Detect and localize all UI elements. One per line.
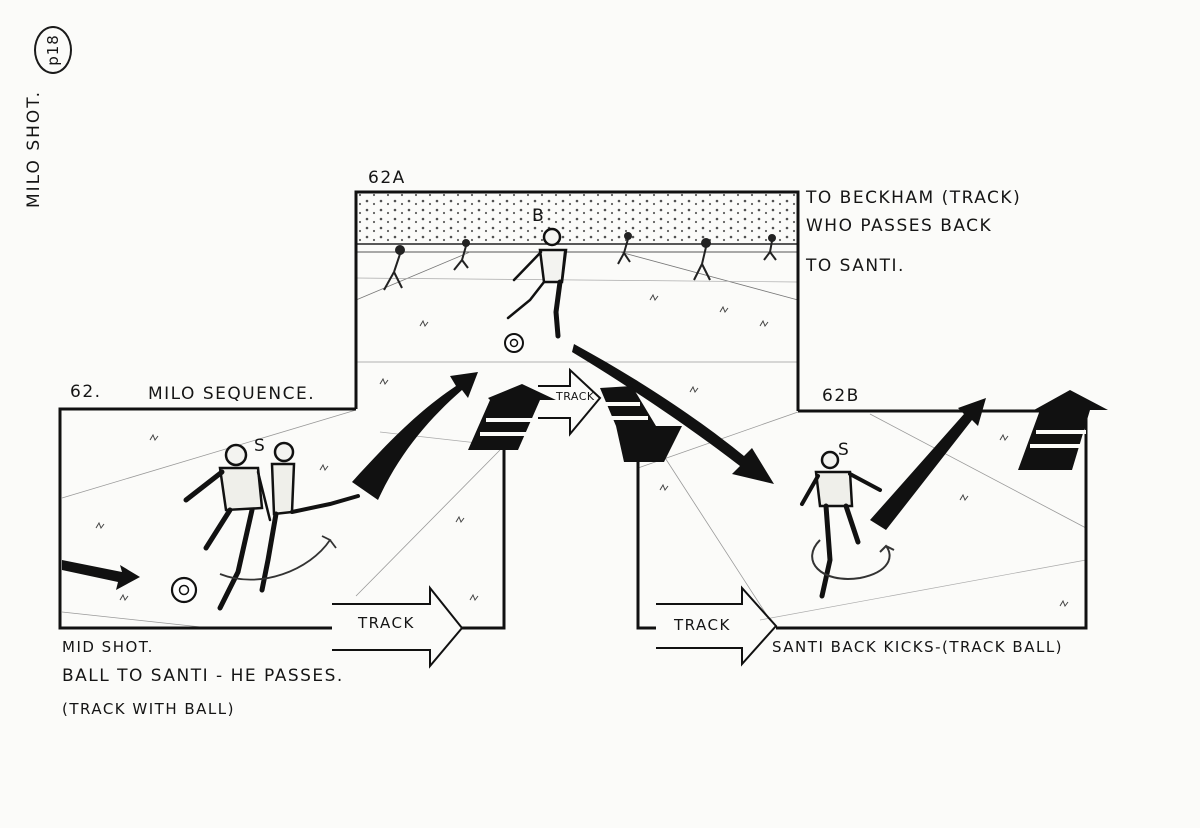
distant-player [763,234,777,261]
distant-player [453,239,470,271]
pass-swirl-arrow [219,535,337,581]
panel-62-caption-line-1: MID SHOT. [62,638,154,656]
panel-62b-character-label: S [838,440,851,460]
panel-62a [354,190,800,411]
panel-62-caption-line-2: BALL TO SANTI - HE PASSES. [62,666,344,686]
panel-62a-caption-line-1: TO BECKHAM (TRACK) [806,188,1022,208]
panel-62 [58,407,506,630]
distant-player [693,238,711,281]
panel-62a-frame [354,190,800,411]
backkick-swirl-arrow [811,539,895,580]
panel-62a-caption-line-2: WHO PASSES BACK [806,216,993,236]
player-santi-62 [183,443,272,611]
ball-direction-arrow [62,560,140,590]
panel-62-track-label: TRACK [358,614,415,632]
panel-62-frame [58,407,506,630]
panel-62-number: 62. [70,382,102,402]
panel-62-title: MILO SEQUENCE. [148,384,316,404]
panel-62a-character-label: B [532,206,546,226]
panel-62b-track-label: TRACK [674,616,731,634]
ball-62 [170,576,198,604]
panel-62-character-label: S [254,436,267,456]
distant-player [617,232,632,265]
panel-62b-caption: SANTI BACK KICKS-(TRACK BALL) [772,638,1064,656]
grass-tufts [95,293,1069,608]
player-beckham [506,227,568,339]
striped-arrow-62a [600,386,682,462]
panel-62b [636,409,1088,630]
page-number-badge: p18 [34,26,72,74]
kick-arrow-62b [870,398,986,530]
shot-label: MILO SHOT. [24,89,44,208]
ball-62a [504,333,524,353]
panel-62-caption-line-3: (TRACK WITH BALL) [62,700,235,718]
pass-arrow-to-62b [572,344,774,484]
panel-62b-number: 62B [822,386,860,406]
panel-62a-track-label: TRACK [556,390,595,403]
distant-player [383,245,405,291]
player-santi-62b [800,450,882,599]
panel-62a-stands [356,192,798,244]
track-arrow-62b [656,585,778,667]
player-second-62 [259,441,360,593]
panel-62b-frame [636,409,1088,630]
striped-arrow-62b [1018,390,1108,470]
panel-62a-caption-line-3: TO SANTI. [806,256,905,276]
track-arrow-62a [538,367,602,437]
page-number: p18 [43,34,62,66]
panel-62a-number: 62A [368,168,406,188]
striped-arrow-62 [468,384,556,450]
pass-arrow-to-62a [352,372,478,500]
track-arrow-62 [332,585,464,669]
